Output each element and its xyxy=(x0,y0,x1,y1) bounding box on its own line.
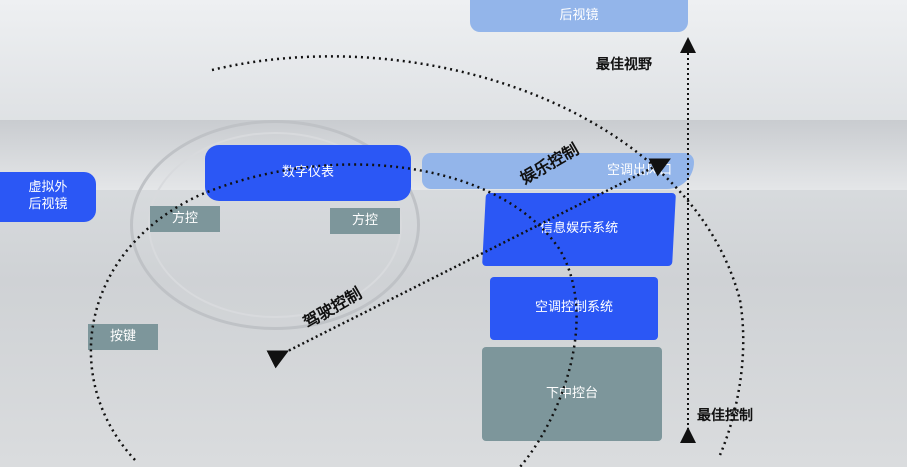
steering-control-left: 方控 xyxy=(150,206,220,232)
buttons-zone: 按键 xyxy=(88,324,158,350)
lower-console-label: 下中控台 xyxy=(545,385,598,401)
entertainment-arrow xyxy=(266,158,671,369)
buttons-label: 按键 xyxy=(109,328,136,344)
best-control-label: 最佳控制 xyxy=(697,408,753,424)
virtual-mirror-label: 虚拟外 后视镜 xyxy=(28,180,68,212)
rear-mirror-zone: 后视镜 xyxy=(470,0,688,32)
rear-mirror-label: 后视镜 xyxy=(559,7,599,23)
steering-left-label: 方控 xyxy=(171,210,198,226)
virtual-mirror-zone: 虚拟外 后视镜 xyxy=(0,172,96,222)
best-view-label: 最佳视野 xyxy=(596,57,652,73)
